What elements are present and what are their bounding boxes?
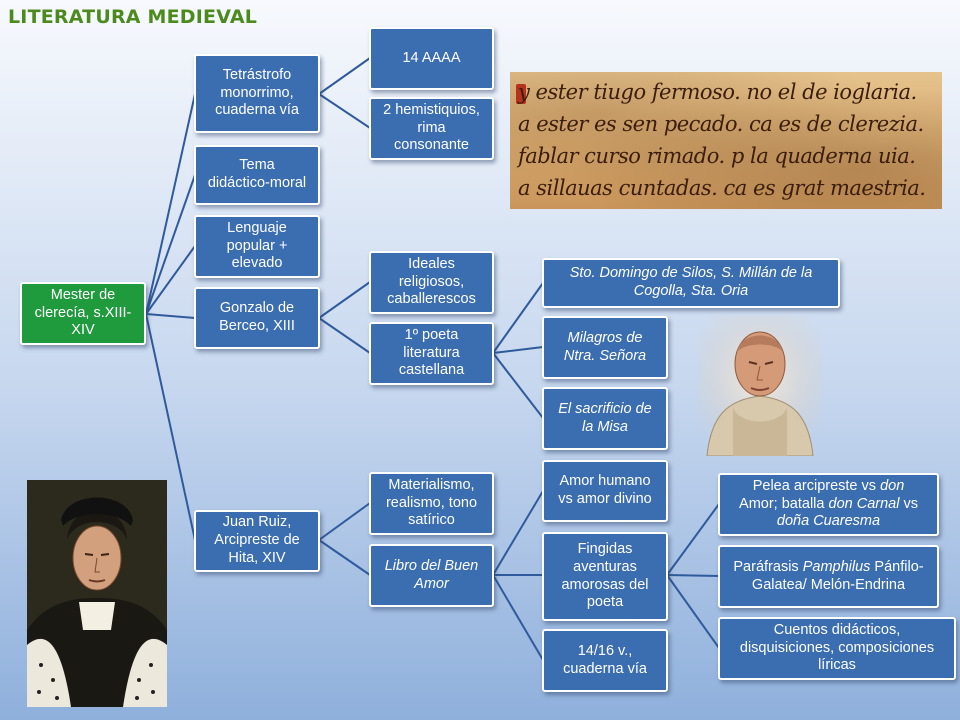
node-14-16-versos: 14/16 v., cuaderna vía [542,629,668,692]
node-primer-poeta: 1º poeta literatura castellana [369,322,494,385]
manuscript-line: fablar curso rimado. p la quaderna uia. [518,144,916,168]
paraf-text-c: Pánfilo- Galatea/ Melón-Endrina [751,558,924,593]
node-pelea: Pelea arcipreste vs don Amor; batalla do… [718,473,939,536]
node-14-aaaa: 14 AAAA [369,27,494,90]
manuscript-image: y ester tiugo fermoso. no el de ioglaria… [510,72,942,209]
pelea-text-f: vs [903,495,918,512]
pelea-text-a: Pelea arcipreste vs [752,477,881,494]
pelea-text-d: batalla [777,495,829,512]
node-santos: Sto. Domingo de Silos, S. Millán de la C… [542,258,840,308]
pelea-text-b: don [880,477,905,494]
node-ideales: Ideales religiosos, caballerescos [369,251,494,314]
node-gonzalo-de-berceo: Gonzalo de Berceo, XIII [194,287,320,349]
node-sacrificio: El sacrificio de la Misa [542,387,668,450]
pelea-text-g: doña Cuaresma [776,513,881,530]
node-libro-buen-amor: Libro del Buen Amor [369,544,494,607]
manuscript-line: y ester tiugo fermoso. no el de ioglaria… [518,80,917,104]
berceo-portrait-image [697,316,823,456]
node-milagros: Milagros de Ntra. Señora [542,316,668,379]
pelea-text-c: Amor; [739,495,778,512]
node-tema: Tema didáctico-moral [194,145,320,205]
node-fingidas-aventuras: Fingidas aventuras amorosas del poeta [542,532,668,621]
node-materialismo: Materialismo, realismo, tono satírico [369,472,494,535]
root-node-mester-de-clerecia: Mester de clerecía, s.XIII- XIV [20,282,146,345]
manuscript-line: a ester es sen pecado. ca es de clerezia… [518,112,924,136]
node-lenguaje: Lenguaje popular + elevado [194,215,320,278]
pelea-text-e: don Carnal [828,495,900,512]
paraf-text-b: Pamphilus [802,558,871,575]
node-cuentos: Cuentos didácticos, disquisiciones, comp… [718,617,956,680]
node-hemistiquios: 2 hemistiquios, rima consonante [369,97,494,160]
node-juan-ruiz: Juan Ruiz, Arcipreste de Hita, XIV [194,510,320,572]
node-tetrastrofo: Tetrástrofo monorrimo, cuaderna vía [194,54,320,133]
page-title: LITERATURA MEDIEVAL [8,6,258,28]
node-parafrasis: Paráfrasis Pamphilus Pánfilo- Galatea/ M… [718,545,939,608]
manuscript-line: a sillauas cuntadas. ca es grat maestria… [518,176,926,200]
juan-ruiz-portrait-image [27,480,167,707]
paraf-text-a: Paráfrasis [733,558,803,575]
node-amor-humano: Amor humano vs amor divino [542,460,668,522]
